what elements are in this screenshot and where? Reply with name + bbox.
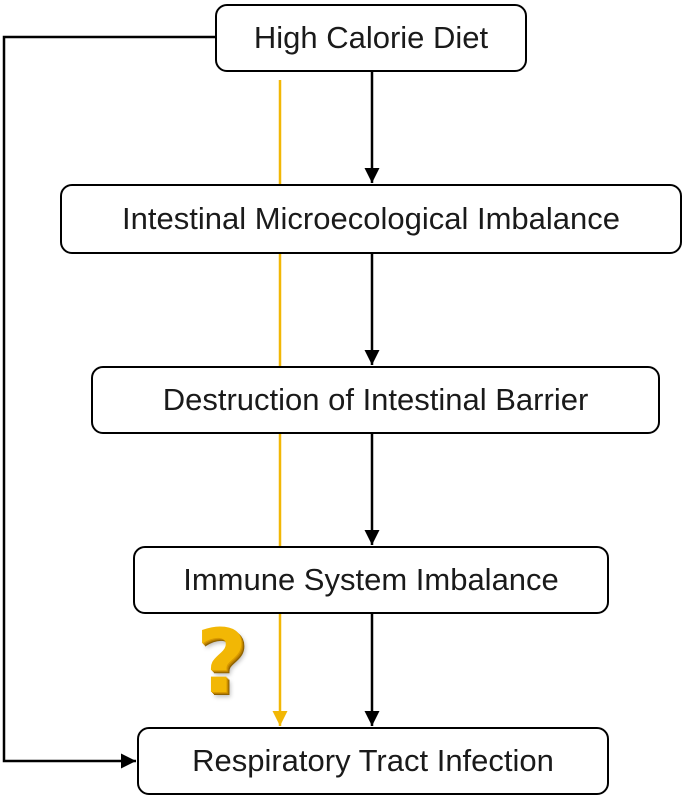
node-label: Respiratory Tract Infection xyxy=(192,743,554,778)
node-high-calorie-diet: High Calorie Diet xyxy=(215,4,527,72)
node-immune-system-imbalance: Immune System Imbalance xyxy=(133,546,609,614)
node-label: Immune System Imbalance xyxy=(183,562,559,597)
arrow-diet-to-respiratory-loop xyxy=(2,35,215,769)
node-label: Intestinal Microecological Imbalance xyxy=(122,201,620,236)
node-respiratory-tract-infection: Respiratory Tract Infection xyxy=(137,727,609,795)
node-intestinal-microecological-imbalance: Intestinal Microecological Imbalance xyxy=(60,184,682,254)
question-mark-icon: ? xyxy=(196,610,248,713)
node-label: High Calorie Diet xyxy=(253,20,489,55)
node-destruction-of-intestinal-barrier: Destruction of Intestinal Barrier xyxy=(91,366,660,434)
node-label: Destruction of Intestinal Barrier xyxy=(162,382,589,417)
